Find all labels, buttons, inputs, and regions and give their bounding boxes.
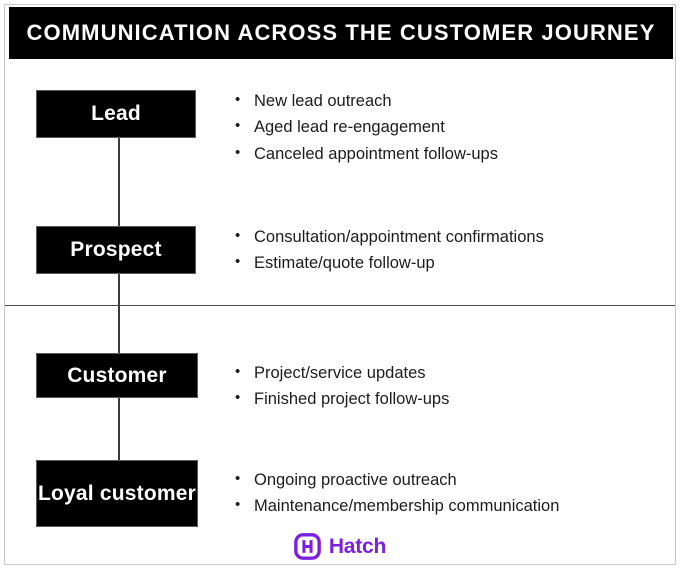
list-item: New lead outreach [233, 88, 663, 114]
list-item: Project/service updates [233, 360, 663, 386]
stage-box-loyal-customer: Loyal customer [36, 460, 198, 527]
infographic-card: Communication across the customer journe… [4, 4, 676, 565]
brand-name: Hatch [328, 534, 387, 558]
header-bar: Communication across the customer journe… [9, 7, 673, 59]
list-item: Maintenance/membership communication [233, 493, 663, 519]
list-item: Estimate/quote follow-up [233, 250, 663, 276]
bullet-list-prospect: Consultation/appointment confirmations E… [233, 224, 663, 277]
stage-label-prospect: Prospect [70, 238, 162, 262]
footer-brand: Hatch [5, 533, 675, 560]
stage-label-customer: Customer [67, 363, 167, 387]
connector-lead-to-prospect [118, 138, 120, 226]
list-item: Ongoing proactive outreach [233, 467, 663, 493]
bullet-list-customer: Project/service updates Finished project… [233, 360, 663, 413]
stage-box-prospect: Prospect [36, 226, 196, 274]
hatch-logo-icon [293, 533, 321, 560]
list-item: Consultation/appointment confirmations [233, 224, 663, 250]
bullet-list-lead: New lead outreach Aged lead re-engagemen… [233, 88, 663, 167]
stage-box-customer: Customer [36, 353, 198, 398]
stage-label-loyal-customer: Loyal customer [37, 481, 196, 505]
stage-box-lead: Lead [36, 90, 196, 138]
section-divider [5, 305, 675, 306]
list-item: Aged lead re-engagement [233, 114, 663, 140]
connector-customer-to-loyal [118, 397, 120, 460]
list-item: Canceled appointment follow-ups [233, 141, 663, 167]
list-item: Finished project follow-ups [233, 386, 663, 412]
connector-prospect-to-customer [118, 274, 120, 358]
page-title: Communication across the customer journe… [26, 20, 656, 45]
stage-label-lead: Lead [91, 102, 141, 126]
bullet-list-loyal-customer: Ongoing proactive outreach Maintenance/m… [233, 467, 663, 520]
